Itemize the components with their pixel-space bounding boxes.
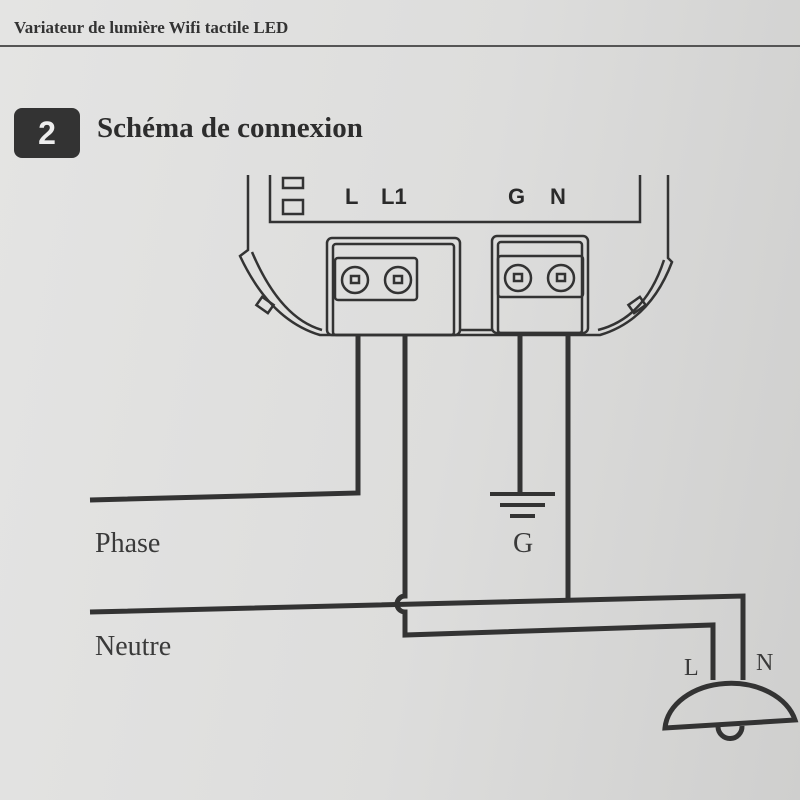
lamp-n-label: N	[756, 650, 773, 676]
phase-wire	[89, 335, 361, 503]
terminal-label-l: L	[345, 184, 358, 209]
load-wire-l1	[394, 335, 716, 680]
lamp-l-label: L	[684, 655, 699, 681]
phase-label: Phase	[95, 528, 160, 559]
neutre-label: Neutre	[95, 631, 171, 662]
ground-label: G	[513, 528, 533, 559]
lamp-icon	[662, 680, 799, 741]
terminal-label-g: G	[508, 184, 525, 209]
section-number-badge: 2	[14, 108, 80, 158]
terminal-label-n: N	[550, 184, 566, 209]
neutral-wire	[89, 593, 746, 680]
terminal-block-left	[325, 236, 462, 337]
terminal-label-l1: L1	[381, 184, 407, 209]
dimmer-device	[238, 175, 674, 337]
terminal-labels: L L1 G N	[345, 184, 566, 209]
ground-symbol-icon	[490, 492, 555, 518]
terminal-block-right	[460, 234, 590, 335]
header-rule	[0, 45, 800, 47]
running-header: Variateur de lumière Wifi tactile LED	[14, 18, 289, 37]
section-title: Schéma de connexion	[97, 112, 363, 144]
